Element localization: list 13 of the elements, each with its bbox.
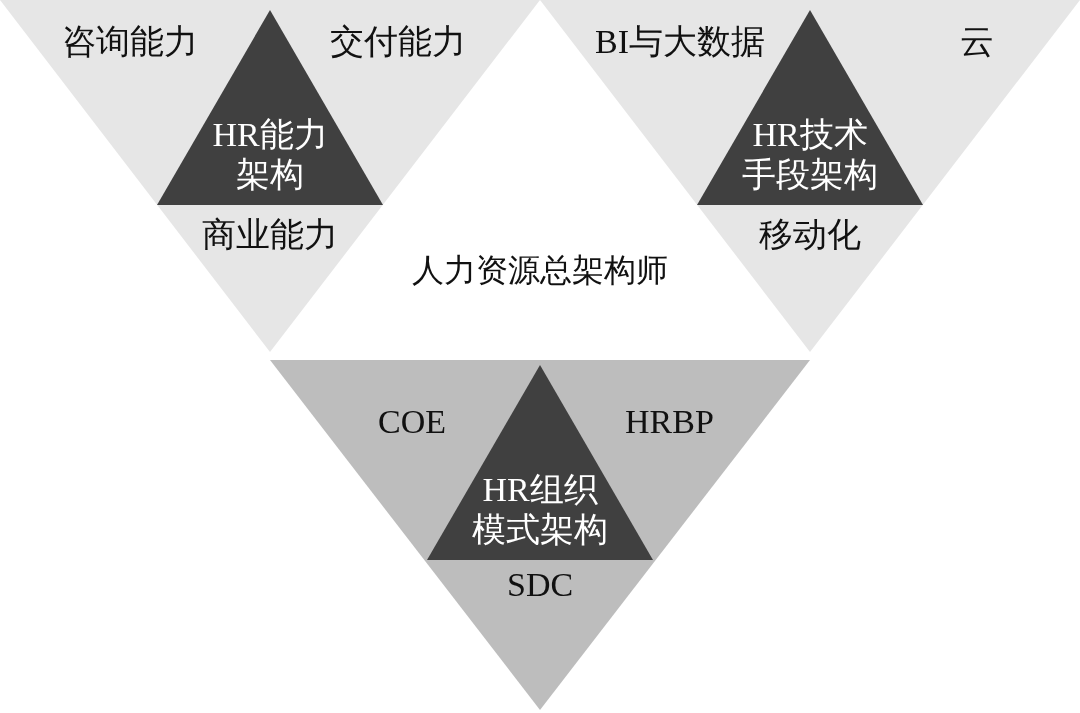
region-label: BI与大数据 — [595, 22, 765, 62]
region-label: HRBP — [625, 402, 714, 442]
core-label: HR能力架构 — [211, 115, 329, 195]
region-label: 云 — [960, 22, 994, 62]
region-label: 移动化 — [759, 215, 861, 255]
core-label: HR组织模式架构 — [471, 470, 609, 550]
center-label: 人力资源总架构师 — [412, 251, 668, 290]
region-label: 交付能力 — [330, 22, 466, 62]
region-label: 咨询能力 — [62, 22, 198, 62]
region-label: 商业能力 — [202, 215, 338, 255]
region-label: COE — [378, 402, 446, 442]
region-label: SDC — [507, 565, 574, 605]
core-label: HR技术手段架构 — [741, 115, 879, 195]
